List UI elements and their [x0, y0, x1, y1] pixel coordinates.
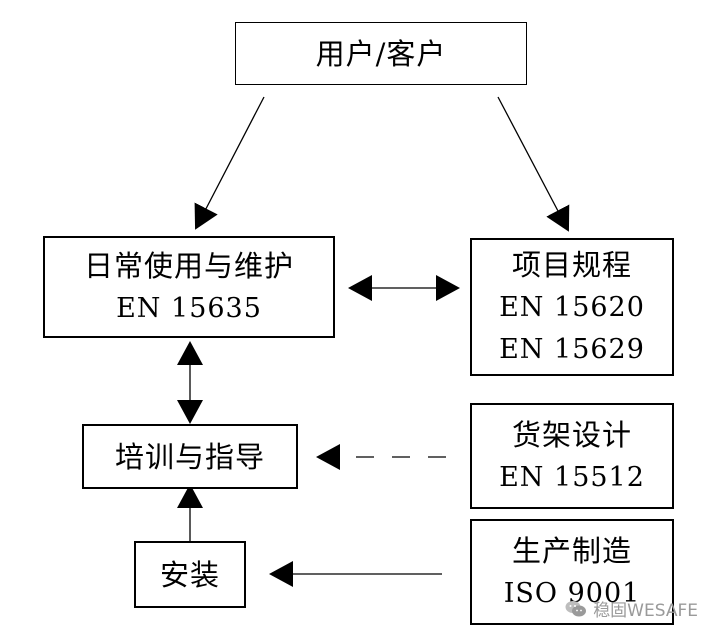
watermark: 稳固WESAFE [565, 596, 698, 621]
daily-use-box: 日常使用与维护 EN 15635 [43, 236, 335, 338]
rack-design-title: 货架设计 [511, 418, 632, 452]
training-title: 培训与指导 [114, 439, 265, 474]
arrow-customer-to-daily-use [194, 96, 265, 230]
customer-box: 用户/客户 [235, 22, 527, 85]
daily-use-title: 日常使用与维护 [83, 249, 294, 283]
project-spec-standard-2: EN 15629 [499, 334, 645, 365]
project-spec-standard-1: EN 15620 [499, 292, 645, 323]
daily-use-standard: EN 15635 [116, 293, 262, 324]
project-spec-box: 项目规程 EN 15620 EN 15629 [470, 238, 674, 376]
manufacturing-box: 生产制造 ISO 9001 [470, 519, 674, 625]
installation-title: 安装 [159, 557, 220, 592]
installation-box: 安装 [134, 541, 246, 608]
rack-design-standard: EN 15512 [499, 462, 645, 493]
rack-design-box: 货架设计 EN 15512 [470, 403, 674, 509]
wechat-icon [565, 600, 587, 616]
customer-title: 用户/客户 [315, 36, 447, 71]
project-spec-title: 项目规程 [511, 248, 632, 282]
arrow-customer-to-project-spec [497, 96, 570, 232]
manufacturing-title: 生产制造 [511, 534, 632, 568]
watermark-text: 稳固WESAFE [593, 601, 698, 621]
training-box: 培训与指导 [82, 424, 298, 489]
